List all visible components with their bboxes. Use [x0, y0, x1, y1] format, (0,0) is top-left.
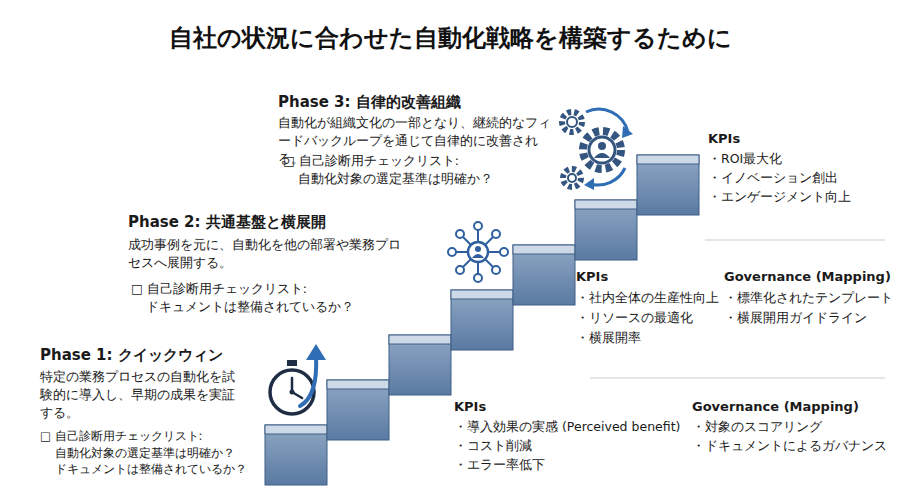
text-label: ・標準化されたテンプレート	[724, 289, 893, 307]
section-heading: Governance (Mapping)	[724, 268, 891, 287]
divider-line	[590, 378, 885, 379]
stair-step	[575, 200, 637, 260]
stopwatch-icon	[270, 344, 326, 414]
section-heading: Phase 1: クイックウィン	[40, 345, 223, 367]
stair-step	[451, 290, 513, 350]
gears-icon	[562, 109, 633, 190]
text-label: ・横展開用ガイドライン	[724, 309, 867, 327]
stair-step	[513, 245, 575, 254]
text-label: ・社内全体の生産性向上	[576, 289, 719, 307]
stair-step	[575, 200, 637, 209]
stair-step	[513, 245, 575, 305]
section-heading: KPIs	[708, 130, 740, 149]
text-label: ・コスト削減	[454, 437, 532, 455]
text-label: 特定の業務プロセスの自動化を試験的に導入し、早期の成果を実証する。	[40, 368, 240, 422]
stair-step	[389, 335, 451, 395]
stair-step	[265, 425, 327, 485]
text-label: □ 自己診断用チェックリスト:	[40, 428, 202, 445]
text-label: ・ROI最大化	[708, 150, 782, 168]
text-label: ドキュメントは整備されているか？	[55, 461, 247, 478]
section-heading: Phase 2: 共通基盤と横展開	[128, 212, 326, 234]
text-label: ・対象のスコアリング	[692, 418, 822, 436]
stair-step	[451, 290, 513, 299]
section-heading: KPIs	[454, 398, 486, 417]
section-heading: KPIs	[576, 268, 608, 287]
stair-step	[327, 380, 389, 389]
stair-step	[265, 425, 327, 434]
staircase	[265, 155, 699, 485]
diagram-title: 自社の状況に合わせた自動化戦略を構築するために	[0, 22, 900, 54]
network-icon	[448, 222, 508, 282]
section-heading: Phase 3: 自律的改善組織	[278, 92, 461, 114]
stair-step	[389, 335, 451, 344]
text-label: ・横展開率	[576, 329, 641, 347]
divider-line	[705, 240, 885, 241]
text-label: ・導入効果の実感 (Perceived benefit)	[454, 418, 680, 436]
stair-step	[637, 155, 699, 215]
text-label: ・エラー率低下	[454, 456, 545, 474]
stair-step	[637, 155, 699, 164]
text-label: ドキュメントは整備されているか？	[146, 298, 354, 316]
text-label: 自動化対象の選定基準は明確か？	[55, 445, 235, 462]
text-label: 自動化対象の選定基準は明確か？	[298, 170, 493, 188]
text-label: ・ドキュメントによるガバナンス	[692, 437, 887, 455]
text-label: ・リソースの最適化	[576, 309, 693, 327]
text-label: ・イノベーション創出	[708, 169, 838, 187]
stair-step	[327, 380, 389, 440]
text-label: ・エンゲージメント向上	[708, 188, 851, 206]
text-label: □ 自己診断用チェックリスト:	[283, 152, 459, 170]
text-label: 成功事例を元に、自動化を他の部署や業務プロセスへ展開する。	[128, 236, 408, 272]
section-heading: Governance (Mapping)	[692, 398, 859, 417]
text-label: □ 自己診断用チェックリスト:	[131, 280, 307, 298]
